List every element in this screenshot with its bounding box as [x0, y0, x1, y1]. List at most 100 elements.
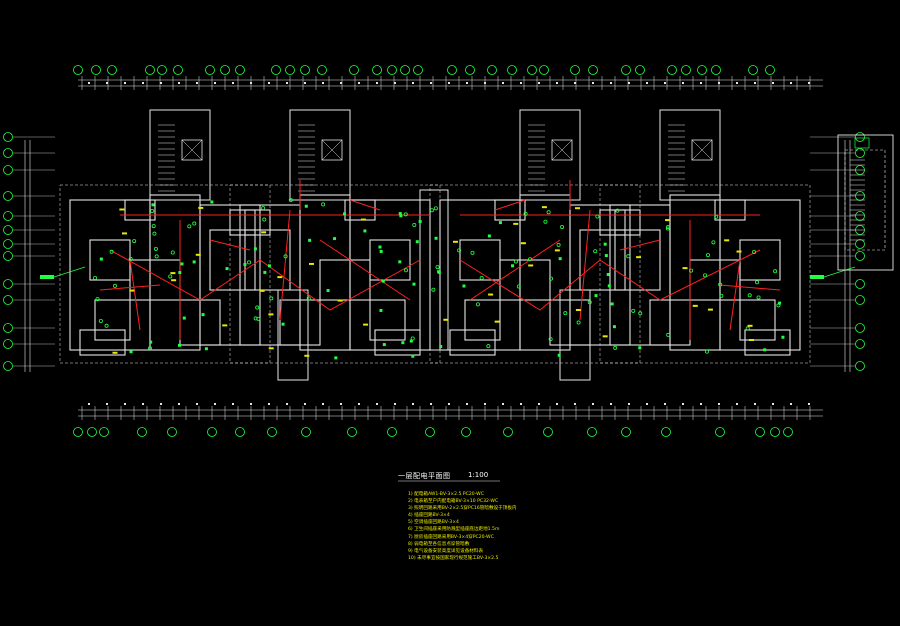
dimension-marker	[718, 82, 720, 84]
dimension-marker	[448, 82, 450, 84]
axis-bubble	[3, 361, 13, 371]
circuit-line	[729, 259, 741, 331]
dimension-marker	[556, 82, 558, 84]
device-symbol	[326, 289, 330, 293]
note-line: 10) 未尽事宜按国家现行规范施工BV-3×2.5	[408, 555, 499, 561]
device-symbol	[334, 356, 338, 360]
wall-outline	[279, 299, 321, 346]
axis-bubble	[205, 65, 215, 75]
device-symbol	[147, 346, 152, 351]
dimension-marker	[394, 403, 396, 405]
dimension-marker	[232, 403, 234, 405]
device-symbol	[666, 332, 671, 337]
device-symbol	[267, 264, 271, 268]
device-symbol	[612, 325, 616, 329]
device-symbol	[548, 337, 553, 342]
dimension-marker	[376, 403, 378, 405]
dimension-marker	[682, 403, 684, 405]
device-symbol	[603, 242, 607, 246]
device-symbol	[705, 253, 710, 258]
device-symbol	[379, 249, 383, 253]
device-symbol	[587, 300, 592, 305]
device-symbol	[149, 340, 153, 344]
device-symbol	[475, 302, 480, 307]
device-symbol	[192, 221, 197, 226]
axis-bubble	[855, 279, 865, 289]
axis-bubble	[145, 65, 155, 75]
axis-bubble	[413, 65, 423, 75]
circuit-line	[579, 209, 591, 321]
device-symbol	[412, 223, 417, 228]
dimension-marker	[196, 403, 198, 405]
axis-bubble	[73, 65, 83, 75]
axis-bubble	[107, 65, 117, 75]
device-symbol	[403, 212, 408, 217]
device-symbol	[439, 345, 443, 349]
elevator-x	[691, 139, 713, 161]
axis-bubble	[855, 211, 865, 221]
device-symbol	[178, 271, 182, 275]
wall-outline	[689, 259, 741, 301]
wall-outline	[94, 299, 131, 341]
wall-outline	[69, 199, 151, 351]
dimension-marker	[682, 82, 684, 84]
wall-outline	[319, 259, 371, 301]
device-symbol	[95, 297, 100, 302]
device-symbol	[151, 203, 155, 207]
distribution-panel	[810, 275, 824, 279]
dimension-marker	[790, 82, 792, 84]
device-symbol	[263, 270, 267, 274]
dimension-marker	[358, 82, 360, 84]
axis-bubble	[301, 427, 311, 437]
note-line: 7) 厨房插座回路采用BV-3×4穿PC20-WC	[408, 534, 494, 540]
device-symbol	[604, 254, 608, 258]
device-symbol	[563, 311, 568, 316]
device-symbol	[192, 260, 196, 264]
dimension-marker	[250, 403, 252, 405]
device-symbol	[247, 260, 252, 265]
stair-core	[519, 109, 581, 201]
device-symbol	[546, 210, 551, 215]
dimension-marker	[556, 403, 558, 405]
dimension-marker	[466, 403, 468, 405]
elevator	[321, 139, 343, 161]
dimension-marker	[322, 403, 324, 405]
dimension-marker	[178, 82, 180, 84]
device-symbol	[638, 311, 643, 316]
device-symbol	[486, 344, 491, 349]
corridor	[559, 289, 591, 381]
dimension-marker	[592, 403, 594, 405]
axis-bubble	[317, 65, 327, 75]
device-symbol	[154, 254, 159, 259]
dimension-marker	[286, 82, 288, 84]
device-label	[488, 293, 494, 296]
device-symbol	[434, 236, 438, 240]
axis-bubble	[73, 427, 83, 437]
note-line: 1) 配电箱AW1-BV-3×2.5 PC20-WC	[408, 492, 484, 497]
wall-outline	[369, 239, 411, 281]
dimension-marker	[754, 403, 756, 405]
device-symbol	[225, 267, 229, 271]
device-symbol	[719, 293, 724, 298]
stair-core	[289, 109, 351, 201]
corridor	[419, 189, 449, 351]
axis-bubble	[3, 148, 13, 158]
axis-bubble	[447, 65, 457, 75]
circuit-line	[319, 239, 411, 301]
device-symbol	[253, 247, 257, 251]
device-symbol	[511, 264, 515, 268]
device-symbol	[98, 319, 103, 324]
device-label	[112, 351, 118, 354]
wall-outline	[369, 299, 406, 341]
axis-bubble	[157, 65, 167, 75]
dimension-marker	[484, 403, 486, 405]
device-label	[337, 299, 343, 302]
device-symbol	[204, 347, 208, 351]
electrical-circuits	[99, 180, 781, 340]
circuit-line	[719, 284, 781, 291]
dimension-marker	[574, 403, 576, 405]
circuit-line	[349, 199, 381, 211]
dimension-marker	[214, 82, 216, 84]
device-label	[277, 276, 283, 279]
wall-outline	[739, 299, 776, 341]
